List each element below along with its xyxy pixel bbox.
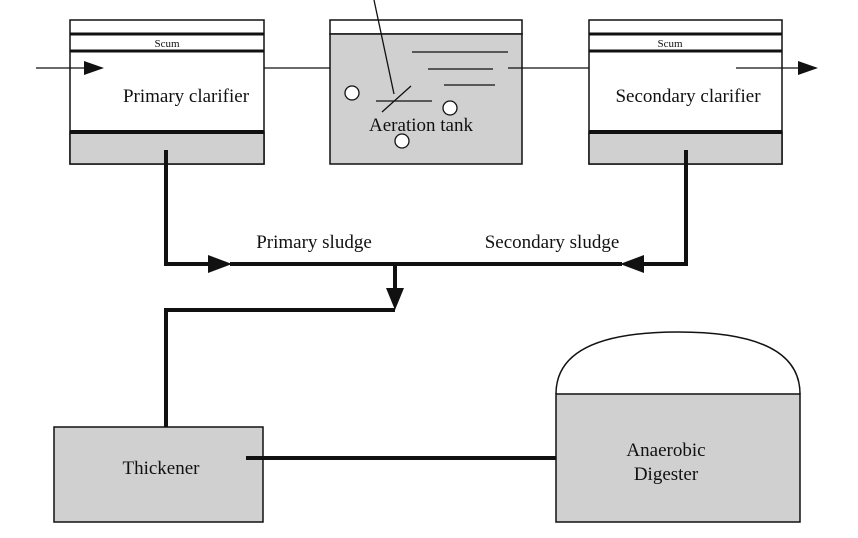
aeration-tank: Aeration tank [329,0,523,165]
aerator-blade [381,85,412,113]
primary-sludge-arrow-head [208,255,232,273]
secondary-sludge-label: Secondary sludge [485,232,620,253]
aerator-shaft [373,0,395,95]
effluent-arrow-head [798,61,818,75]
combined-sludge-arrow-head [386,288,404,310]
secondary-clarifier: Scum Secondary clarifier [588,19,783,165]
thickener-label: Thickener [122,458,200,479]
primary-clarifier-label: Primary clarifier [123,86,250,107]
thickener: Thickener [53,426,264,523]
digester-dome [555,331,801,395]
primary-sludge-label: Primary sludge [256,232,372,253]
air-bubble [394,133,410,149]
primary-scum-label: Scum [154,38,180,50]
thickener-feed-pipe [164,308,395,434]
digester-label-line1: Anaerobic [626,440,705,461]
secondary-scum-label: Scum [657,38,683,50]
primary-clarifier: Scum Primary clarifier [69,19,265,165]
secondary-sludge-pipe [640,150,688,266]
anaerobic-digester: Anaerobic Digester [555,331,801,523]
influent-arrow-head [84,61,104,75]
secondary-clarifier-label: Secondary clarifier [615,86,761,107]
air-bubble [442,100,458,116]
digester-label-line2: Digester [634,464,699,485]
air-bubble [344,85,360,101]
secondary-sludge-arrow-head [620,255,644,273]
aeration-tank-label: Aeration tank [369,115,473,136]
primary-sludge-pipe [164,150,212,266]
